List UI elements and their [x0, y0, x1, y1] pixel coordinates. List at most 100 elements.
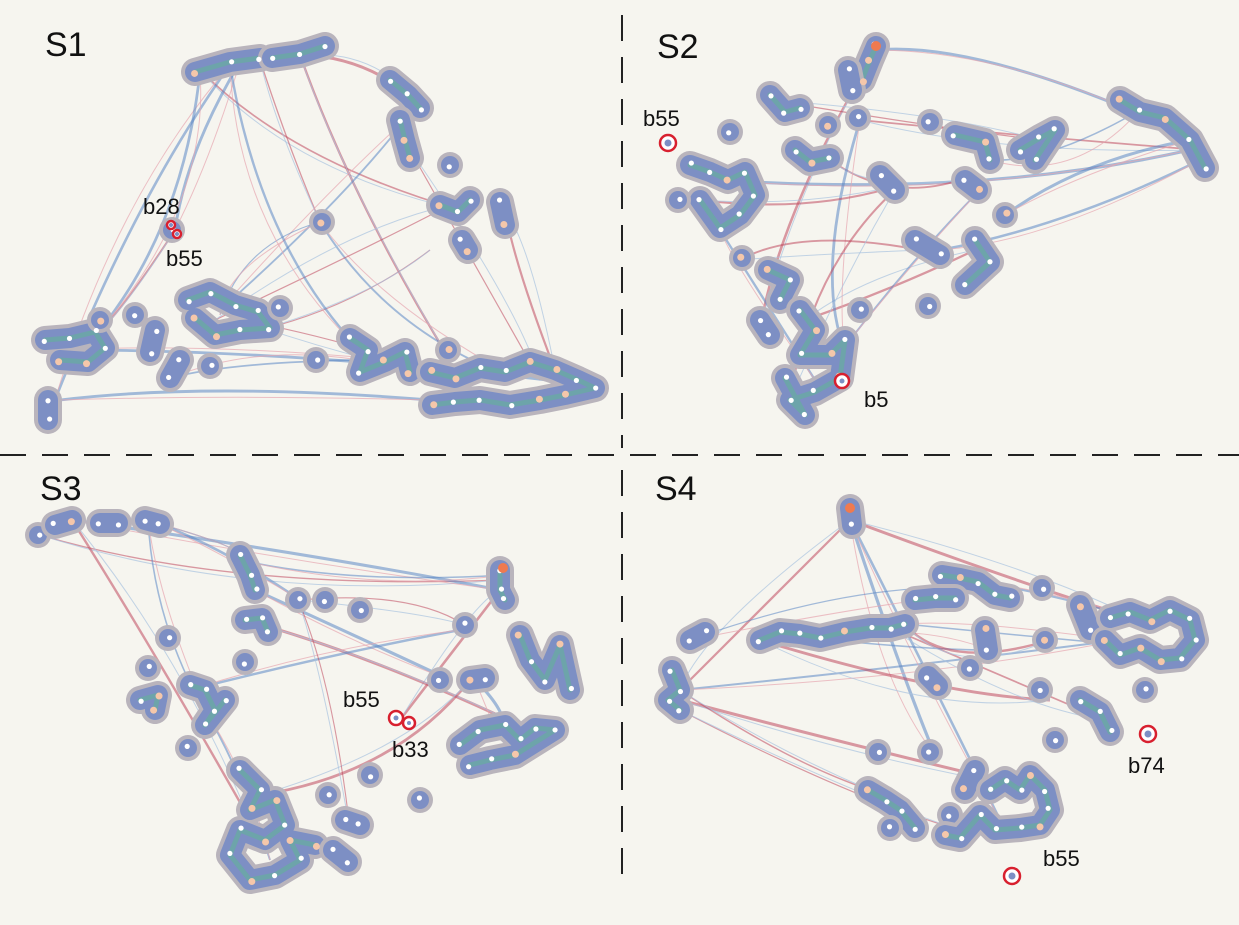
network-node	[972, 236, 978, 242]
network-node	[155, 692, 163, 700]
network-node	[500, 221, 508, 229]
edge-bundle	[70, 519, 252, 821]
network-node	[191, 69, 199, 77]
network-node	[358, 607, 364, 614]
network-node	[50, 520, 56, 526]
network-node	[975, 580, 981, 587]
network-node	[67, 518, 75, 526]
network-node	[1125, 611, 1131, 617]
network-node	[150, 706, 158, 714]
network-node	[1148, 618, 1156, 626]
highlight-label-b55: b55	[343, 687, 380, 712]
network-node	[913, 595, 919, 602]
network-node	[330, 846, 336, 852]
edge-bundle	[1004, 138, 1191, 217]
network-node	[818, 635, 824, 641]
network-node	[379, 356, 387, 364]
network-node	[1157, 658, 1165, 666]
network-node	[723, 176, 731, 184]
network-node	[1051, 126, 1057, 132]
edge-bundle	[679, 638, 1121, 692]
network-node	[824, 122, 832, 130]
hub-node	[871, 41, 881, 51]
network-node	[102, 345, 108, 351]
network-node	[466, 764, 472, 770]
network-node	[275, 304, 281, 310]
network-node	[454, 208, 461, 215]
network-node	[1041, 586, 1047, 592]
panel-s4: S4 b74 b55	[654, 470, 1209, 886]
network-node	[765, 332, 771, 338]
network-node	[188, 682, 194, 688]
network-node	[777, 296, 783, 302]
network-node	[552, 727, 558, 733]
network-node	[343, 816, 349, 823]
network-node	[726, 130, 732, 136]
network-node	[801, 411, 807, 418]
network-node	[927, 303, 933, 310]
network-node	[1117, 650, 1123, 657]
panel-s3: S3 b55 b33	[25, 470, 584, 894]
highlight-label-b55: b55	[643, 106, 680, 131]
network-node	[1078, 699, 1084, 705]
network-node	[912, 826, 918, 832]
network-node	[842, 336, 848, 343]
panel-s1-nodes	[41, 43, 599, 422]
network-node	[741, 170, 748, 176]
network-node	[1026, 772, 1034, 780]
network-node	[286, 837, 294, 845]
network-node	[962, 282, 968, 288]
network-node	[899, 808, 905, 814]
network-node	[204, 686, 210, 692]
network-node	[768, 93, 774, 99]
edge-bundle	[297, 599, 351, 831]
network-node	[478, 364, 484, 371]
highlight-ring-center	[169, 223, 173, 227]
network-node	[810, 387, 816, 394]
network-node	[462, 620, 468, 626]
network-node	[138, 698, 144, 704]
network-node	[41, 338, 47, 344]
network-node	[297, 51, 303, 58]
highlight-ring-center	[407, 721, 411, 725]
network-node	[503, 721, 509, 728]
network-node	[298, 855, 304, 861]
network-node	[677, 688, 684, 695]
network-node	[344, 860, 350, 866]
network-node	[37, 532, 43, 538]
network-node	[787, 277, 793, 283]
network-node	[797, 630, 803, 636]
network-node	[813, 327, 821, 335]
network-node	[258, 787, 265, 793]
network-node	[297, 596, 303, 602]
network-node	[526, 357, 534, 365]
cluster-body	[955, 760, 985, 800]
network-node	[146, 663, 152, 669]
network-node	[848, 521, 854, 527]
network-node	[924, 675, 930, 681]
network-node	[514, 631, 522, 639]
network-node	[211, 708, 218, 714]
edge-strand	[189, 629, 461, 691]
network-node	[688, 160, 694, 166]
network-node	[808, 159, 816, 167]
edge-bundle	[98, 71, 202, 331]
network-node	[858, 306, 864, 312]
network-node	[176, 357, 182, 363]
network-node	[262, 838, 270, 846]
network-node	[686, 638, 692, 644]
network-node	[593, 385, 599, 391]
network-node	[696, 197, 702, 203]
network-node	[959, 835, 965, 842]
edge-strand	[199, 69, 461, 211]
cluster-core	[427, 359, 598, 408]
cluster-core	[42, 329, 108, 365]
network-node	[186, 299, 192, 305]
network-node	[154, 328, 160, 335]
edge-bundle	[848, 519, 937, 756]
network-node	[976, 185, 984, 193]
network-node	[270, 55, 276, 61]
network-node	[888, 626, 894, 632]
network-node	[55, 358, 63, 366]
